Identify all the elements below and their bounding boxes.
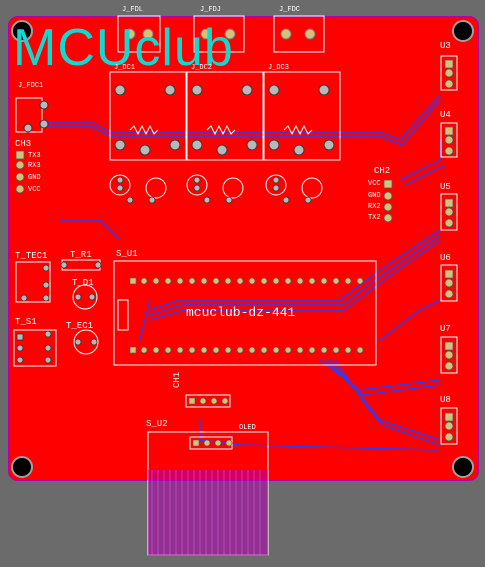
ch2-pin-4: TX2 bbox=[368, 214, 381, 222]
label-ch2: CH2 bbox=[374, 166, 391, 176]
label-j-fdj: J_FDJ bbox=[200, 6, 222, 14]
ch3-pin-1: TX3 bbox=[28, 152, 41, 160]
label-s-u1: S_U1 bbox=[116, 249, 138, 259]
mounting-hole bbox=[11, 456, 33, 478]
label-ch1: CH1 bbox=[172, 371, 182, 388]
mcu-label: mcuclub-dz-441 bbox=[186, 305, 296, 320]
board-title: MCUclub bbox=[13, 19, 234, 77]
label-t-d1: T_D1 bbox=[72, 278, 94, 288]
label-j-dc2: J_DC2 bbox=[191, 64, 213, 72]
ch2-pin-1: VCC bbox=[368, 180, 381, 188]
label-j-fdc1: J_FDC1 bbox=[18, 82, 44, 90]
label-u4: U4 bbox=[440, 110, 451, 120]
mounting-hole bbox=[452, 456, 474, 478]
mounting-hole bbox=[11, 20, 33, 42]
label-u7: U7 bbox=[440, 324, 451, 334]
label-j-dc3: J_DC3 bbox=[268, 64, 290, 72]
label-j-dc1: J_DC1 bbox=[114, 64, 136, 72]
label-u3: U3 bbox=[440, 41, 451, 51]
label-j-fdc: J_FDC bbox=[279, 6, 301, 14]
ch3-pin-3: GND bbox=[28, 174, 41, 182]
label-t-s1: T_S1 bbox=[15, 317, 37, 327]
label-t-ec1: T_EC1 bbox=[66, 321, 94, 331]
label-s-u2: S_U2 bbox=[146, 419, 168, 429]
ch3-pin-4: VCC bbox=[28, 186, 41, 194]
label-ch3: CH3 bbox=[15, 139, 32, 149]
label-j-fdl: J_FDL bbox=[122, 6, 144, 14]
label-u6: U6 bbox=[440, 253, 451, 263]
mounting-hole bbox=[452, 20, 474, 42]
label-t-r1: T_R1 bbox=[70, 250, 92, 260]
ch2-pin-2: GND bbox=[368, 192, 381, 200]
label-u5: U5 bbox=[440, 182, 451, 192]
label-t-tec1: T_TEC1 bbox=[15, 251, 48, 261]
ch2-pin-3: RX2 bbox=[368, 203, 381, 211]
ch3-pin-2: RX3 bbox=[28, 162, 41, 170]
label-u8: U8 bbox=[440, 395, 451, 405]
label-oled: OLED bbox=[239, 424, 256, 432]
